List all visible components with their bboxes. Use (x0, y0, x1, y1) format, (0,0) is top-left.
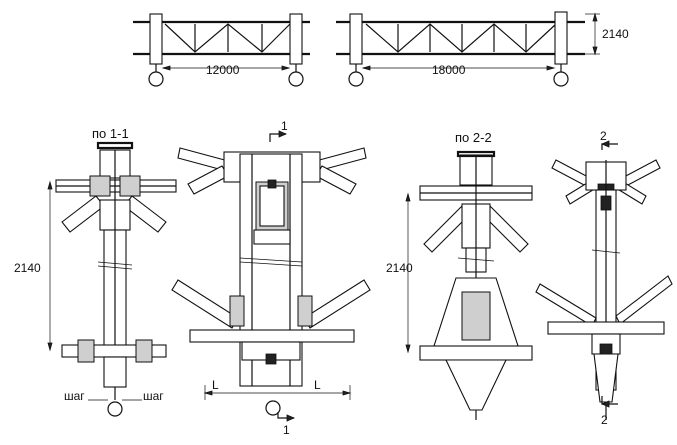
height-top-label: 2140 (602, 27, 629, 41)
dim-l-left-label: L (212, 378, 219, 392)
section-2-2-title: по 2-2 (455, 130, 492, 145)
section-1-1-title: по 1-1 (92, 126, 129, 141)
step-left-label: шаг (64, 389, 85, 403)
cut-1-top-label: 1 (281, 119, 288, 133)
height-left-label: 2140 (14, 261, 41, 275)
section-2-2-view (405, 150, 533, 420)
node-elevation-2 (535, 140, 673, 420)
span-12000-label: 12000 (206, 63, 240, 77)
dim-l-right-label: L (314, 378, 321, 392)
span-18000-label: 18000 (432, 63, 466, 77)
section-1-1-view (47, 141, 177, 417)
node-elevation-1 (171, 130, 371, 422)
height-right-label: 2140 (386, 261, 413, 275)
truss-elevation-12m (133, 13, 310, 87)
cut-2-top-label: 2 (600, 129, 607, 143)
truss-elevation-18m (336, 11, 600, 87)
cut-2-bottom-label: 2 (601, 413, 608, 427)
cut-1-bottom-label: 1 (283, 423, 290, 437)
step-right-label: шаг (143, 389, 164, 403)
